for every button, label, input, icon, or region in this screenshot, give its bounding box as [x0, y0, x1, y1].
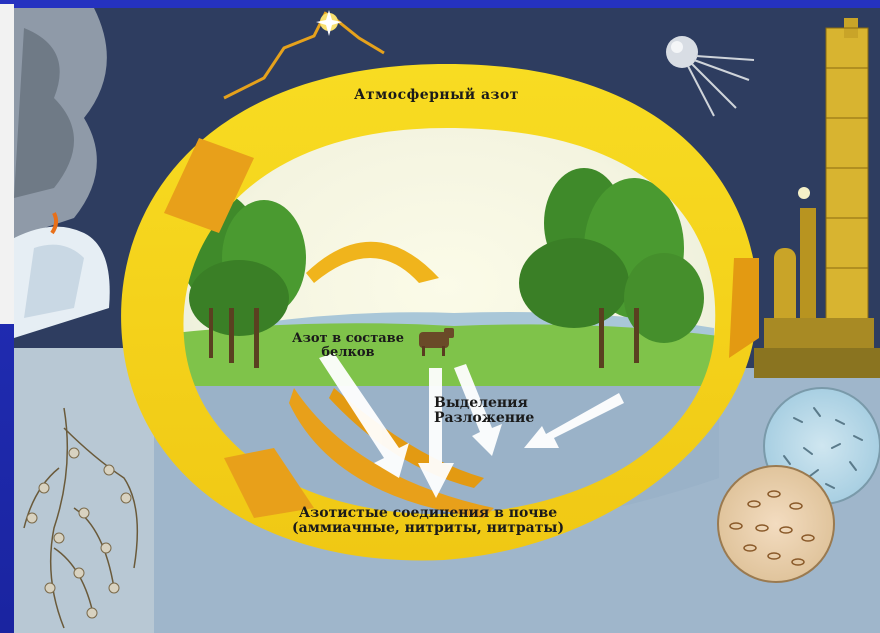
soil-compounds-line-2: (аммиачные, нитриты, нитраты) — [292, 521, 564, 536]
excretion-decomposition-label: Выделения Разложение — [434, 396, 534, 427]
excretion-line: Выделения — [434, 396, 534, 411]
atmospheric-nitrogen-label: Атмосферный азот — [354, 88, 519, 103]
left-panel-edge — [0, 4, 14, 324]
nitrogen-cycle-illustration: Атмосферный азот Азот в составе белков В… — [14, 8, 880, 633]
volcano — [14, 8, 110, 338]
soil-compounds-line-1: Азотистые соединения в почве — [292, 506, 564, 521]
soil-compounds-label: Азотистые соединения в почве (аммиачные,… — [292, 506, 564, 537]
protein-nitrogen-line-1: Азот в составе — [292, 332, 404, 346]
protein-nitrogen-line-2: белков — [292, 346, 404, 360]
decomposition-line: Разложение — [434, 411, 534, 426]
protein-nitrogen-label: Азот в составе белков — [292, 332, 404, 361]
